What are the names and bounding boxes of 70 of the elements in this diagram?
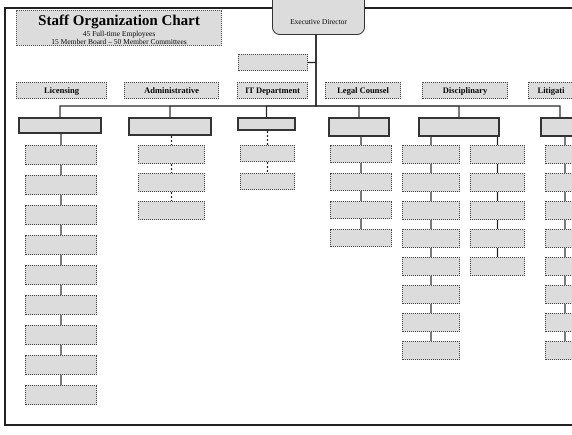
department-box bbox=[16, 82, 107, 99]
staff-box bbox=[25, 385, 97, 405]
staff-box bbox=[25, 175, 97, 195]
department-box bbox=[325, 82, 401, 99]
connector-line bbox=[60, 165, 62, 175]
department-box bbox=[422, 82, 508, 99]
connector-line bbox=[60, 345, 62, 355]
department-box bbox=[237, 82, 308, 99]
staff-box bbox=[470, 229, 525, 248]
staff-box bbox=[402, 229, 460, 248]
staff-box bbox=[470, 173, 525, 192]
director-box bbox=[272, 0, 365, 35]
staff-box bbox=[470, 257, 525, 276]
department-name: Litigati bbox=[538, 86, 564, 96]
staff-box bbox=[330, 173, 392, 191]
staff-box bbox=[25, 355, 97, 375]
connector-line bbox=[60, 255, 62, 265]
connector-line bbox=[60, 195, 62, 205]
connector-line bbox=[170, 192, 172, 201]
connector-line bbox=[360, 219, 362, 229]
department-name: IT Department bbox=[245, 86, 300, 96]
staff-box bbox=[240, 173, 295, 190]
connector-line bbox=[170, 136, 172, 145]
staff-box bbox=[138, 201, 205, 220]
staff-box bbox=[470, 201, 525, 220]
connector-line bbox=[360, 163, 362, 173]
staff-box bbox=[25, 295, 97, 315]
staff-box bbox=[138, 173, 205, 192]
manager-box bbox=[328, 117, 390, 137]
connector-line bbox=[315, 35, 561, 117]
connector-line bbox=[266, 162, 268, 173]
chart-title: Staff Organization Chart bbox=[37, 13, 201, 30]
staff-box bbox=[402, 145, 460, 164]
staff-box bbox=[25, 145, 97, 165]
connector-line bbox=[360, 191, 362, 201]
department-name: Disciplinary bbox=[442, 86, 488, 96]
connector-line bbox=[60, 315, 62, 325]
staff-box bbox=[402, 173, 460, 192]
connector-line bbox=[60, 375, 62, 385]
department-name: Legal Counsel bbox=[337, 86, 389, 96]
staff-box bbox=[470, 145, 525, 164]
department-name: Administrative bbox=[144, 86, 199, 96]
staff-box bbox=[402, 257, 460, 276]
department-box bbox=[528, 82, 572, 99]
connector-line bbox=[266, 131, 268, 145]
manager-box bbox=[237, 117, 296, 131]
staff-box bbox=[330, 145, 392, 163]
manager-box bbox=[540, 117, 572, 137]
staff-box bbox=[240, 145, 295, 162]
staff-box bbox=[402, 201, 460, 220]
connector-line bbox=[170, 164, 172, 173]
staff-box bbox=[402, 313, 460, 332]
manager-box bbox=[418, 117, 500, 137]
staff-box bbox=[25, 235, 97, 255]
staff-box bbox=[238, 54, 308, 71]
connector-line bbox=[60, 225, 62, 235]
manager-box bbox=[18, 117, 102, 134]
connector-line bbox=[60, 134, 62, 145]
staff-box bbox=[330, 229, 392, 247]
staff-box bbox=[25, 205, 97, 225]
staff-box bbox=[402, 341, 460, 360]
staff-box bbox=[138, 145, 205, 164]
staff-box bbox=[25, 325, 97, 345]
department-box bbox=[124, 82, 219, 99]
manager-box bbox=[128, 117, 212, 136]
connector-line bbox=[60, 285, 62, 295]
department-name: Licensing bbox=[44, 86, 79, 96]
staff-box bbox=[330, 201, 392, 219]
staff-box bbox=[25, 265, 97, 285]
staff-box bbox=[402, 285, 460, 304]
